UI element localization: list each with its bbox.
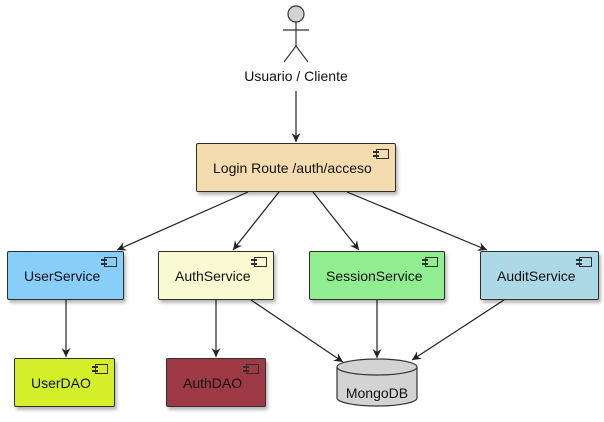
edge-login-route-to-user-service [116,191,249,251]
component-session-service[interactable]: SessionService [309,251,445,300]
component-label: AuthService [175,267,251,284]
component-auth-service[interactable]: AuthService [158,251,274,300]
component-label: UserDAO [31,374,91,391]
component-audit-service[interactable]: AuditService [480,251,599,300]
stick-figure-icon [283,5,309,63]
component-icon [373,149,389,159]
edge-login-route-to-auth-service [232,191,280,251]
component-icon [101,257,117,267]
edge-login-route-to-session-service [312,191,360,251]
database-mongodb[interactable]: MongoDB [336,358,418,408]
component-icon [251,257,267,267]
component-label: AuthDAO [183,374,243,391]
edge-auth-service-to-database [250,299,344,363]
component-login-route[interactable]: Login Route /auth/acceso [196,143,396,192]
component-label: UserService [24,267,101,284]
edge-audit-service-to-database [411,299,505,361]
component-icon [92,364,108,374]
database-cylinder-icon [336,358,418,407]
component-auth-dao[interactable]: AuthDAO [166,358,266,407]
component-label: SessionService [326,267,423,284]
component-icon [243,364,259,374]
edge-login-route-to-audit-service [346,191,488,251]
component-label: Login Route /auth/acceso [213,159,372,176]
actor-label: Usuario / Cliente [244,68,348,84]
component-icon [422,257,438,267]
actor-usuario-cliente: Usuario / Cliente [226,4,366,88]
component-label: AuditService [497,267,576,284]
database-label: MongoDB [345,385,409,401]
component-user-service[interactable]: UserService [7,251,124,300]
component-icon [576,257,592,267]
component-user-dao[interactable]: UserDAO [14,358,115,407]
